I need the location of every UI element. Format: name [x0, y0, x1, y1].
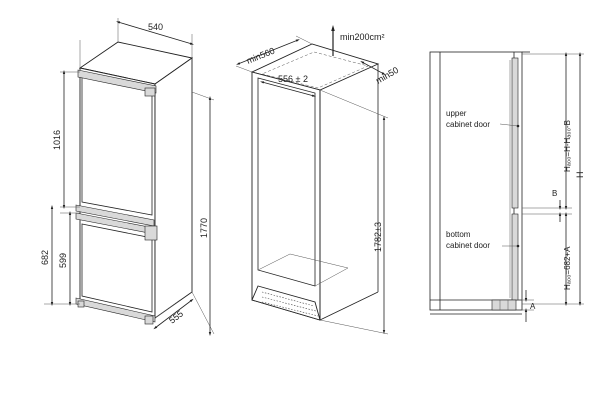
top-hinge-block — [144, 87, 156, 97]
depth-dim-label: 555 — [167, 308, 185, 325]
depth-dim-line — [153, 298, 194, 330]
fridge-top-hinge — [77, 69, 157, 94]
plinth — [491, 299, 517, 311]
niche-width-dim-line — [260, 81, 316, 97]
niche-panel: min560 556 ± 2 min200cm² min50 1782±3 — [235, 25, 400, 335]
middle-hinge-block — [144, 225, 158, 241]
front-foot-right — [144, 315, 154, 325]
upper-door-dim-label: 1016 — [52, 130, 62, 150]
fridge-front-face — [79, 67, 156, 319]
niche-width-label: 556 ± 2 — [278, 74, 308, 84]
lower-inner-dim-label: 599 — [58, 253, 68, 268]
upper-cabinet-door — [511, 57, 519, 209]
min-gap-dim-line — [360, 61, 386, 75]
bottom-cabinet-door — [511, 213, 519, 301]
cabinet-outline — [429, 51, 523, 311]
height-dim-label: 1770 — [199, 218, 209, 238]
niche-height-label: 1782±3 — [373, 222, 383, 252]
bottom-height-formula: Hₐ₀₀=682+A — [563, 246, 572, 290]
min-depth-dim-line — [236, 39, 300, 65]
upper-door-label-1: upper — [446, 109, 467, 118]
upper-door-label-2: cabinet door — [446, 120, 490, 129]
fridge-lower-door — [81, 223, 153, 313]
fridge-panel: 540 1016 682 599 1770 555 — [40, 18, 215, 336]
upper-door-leader — [499, 123, 519, 127]
total-height-label: H — [575, 172, 585, 179]
lower-outer-dim-label: 682 — [40, 250, 50, 265]
fridge-side-face — [154, 57, 193, 319]
vent-area-label: min200cm² — [340, 32, 385, 42]
bottom-door-label-1: bottom — [446, 230, 471, 239]
gap-A-label: A — [530, 302, 536, 311]
upper-height-formula: Hₐ₀₀=H-Hₐ₀₀-B — [563, 120, 572, 172]
width-dim-label: 540 — [148, 22, 163, 32]
side-section-panel: upper cabinet door bottom cabinet door H… — [429, 51, 585, 322]
bottom-door-label-2: cabinet door — [446, 241, 490, 250]
width-dim-line — [116, 21, 194, 45]
niche-front-frame — [251, 71, 321, 321]
gap-B-label: B — [552, 189, 557, 198]
